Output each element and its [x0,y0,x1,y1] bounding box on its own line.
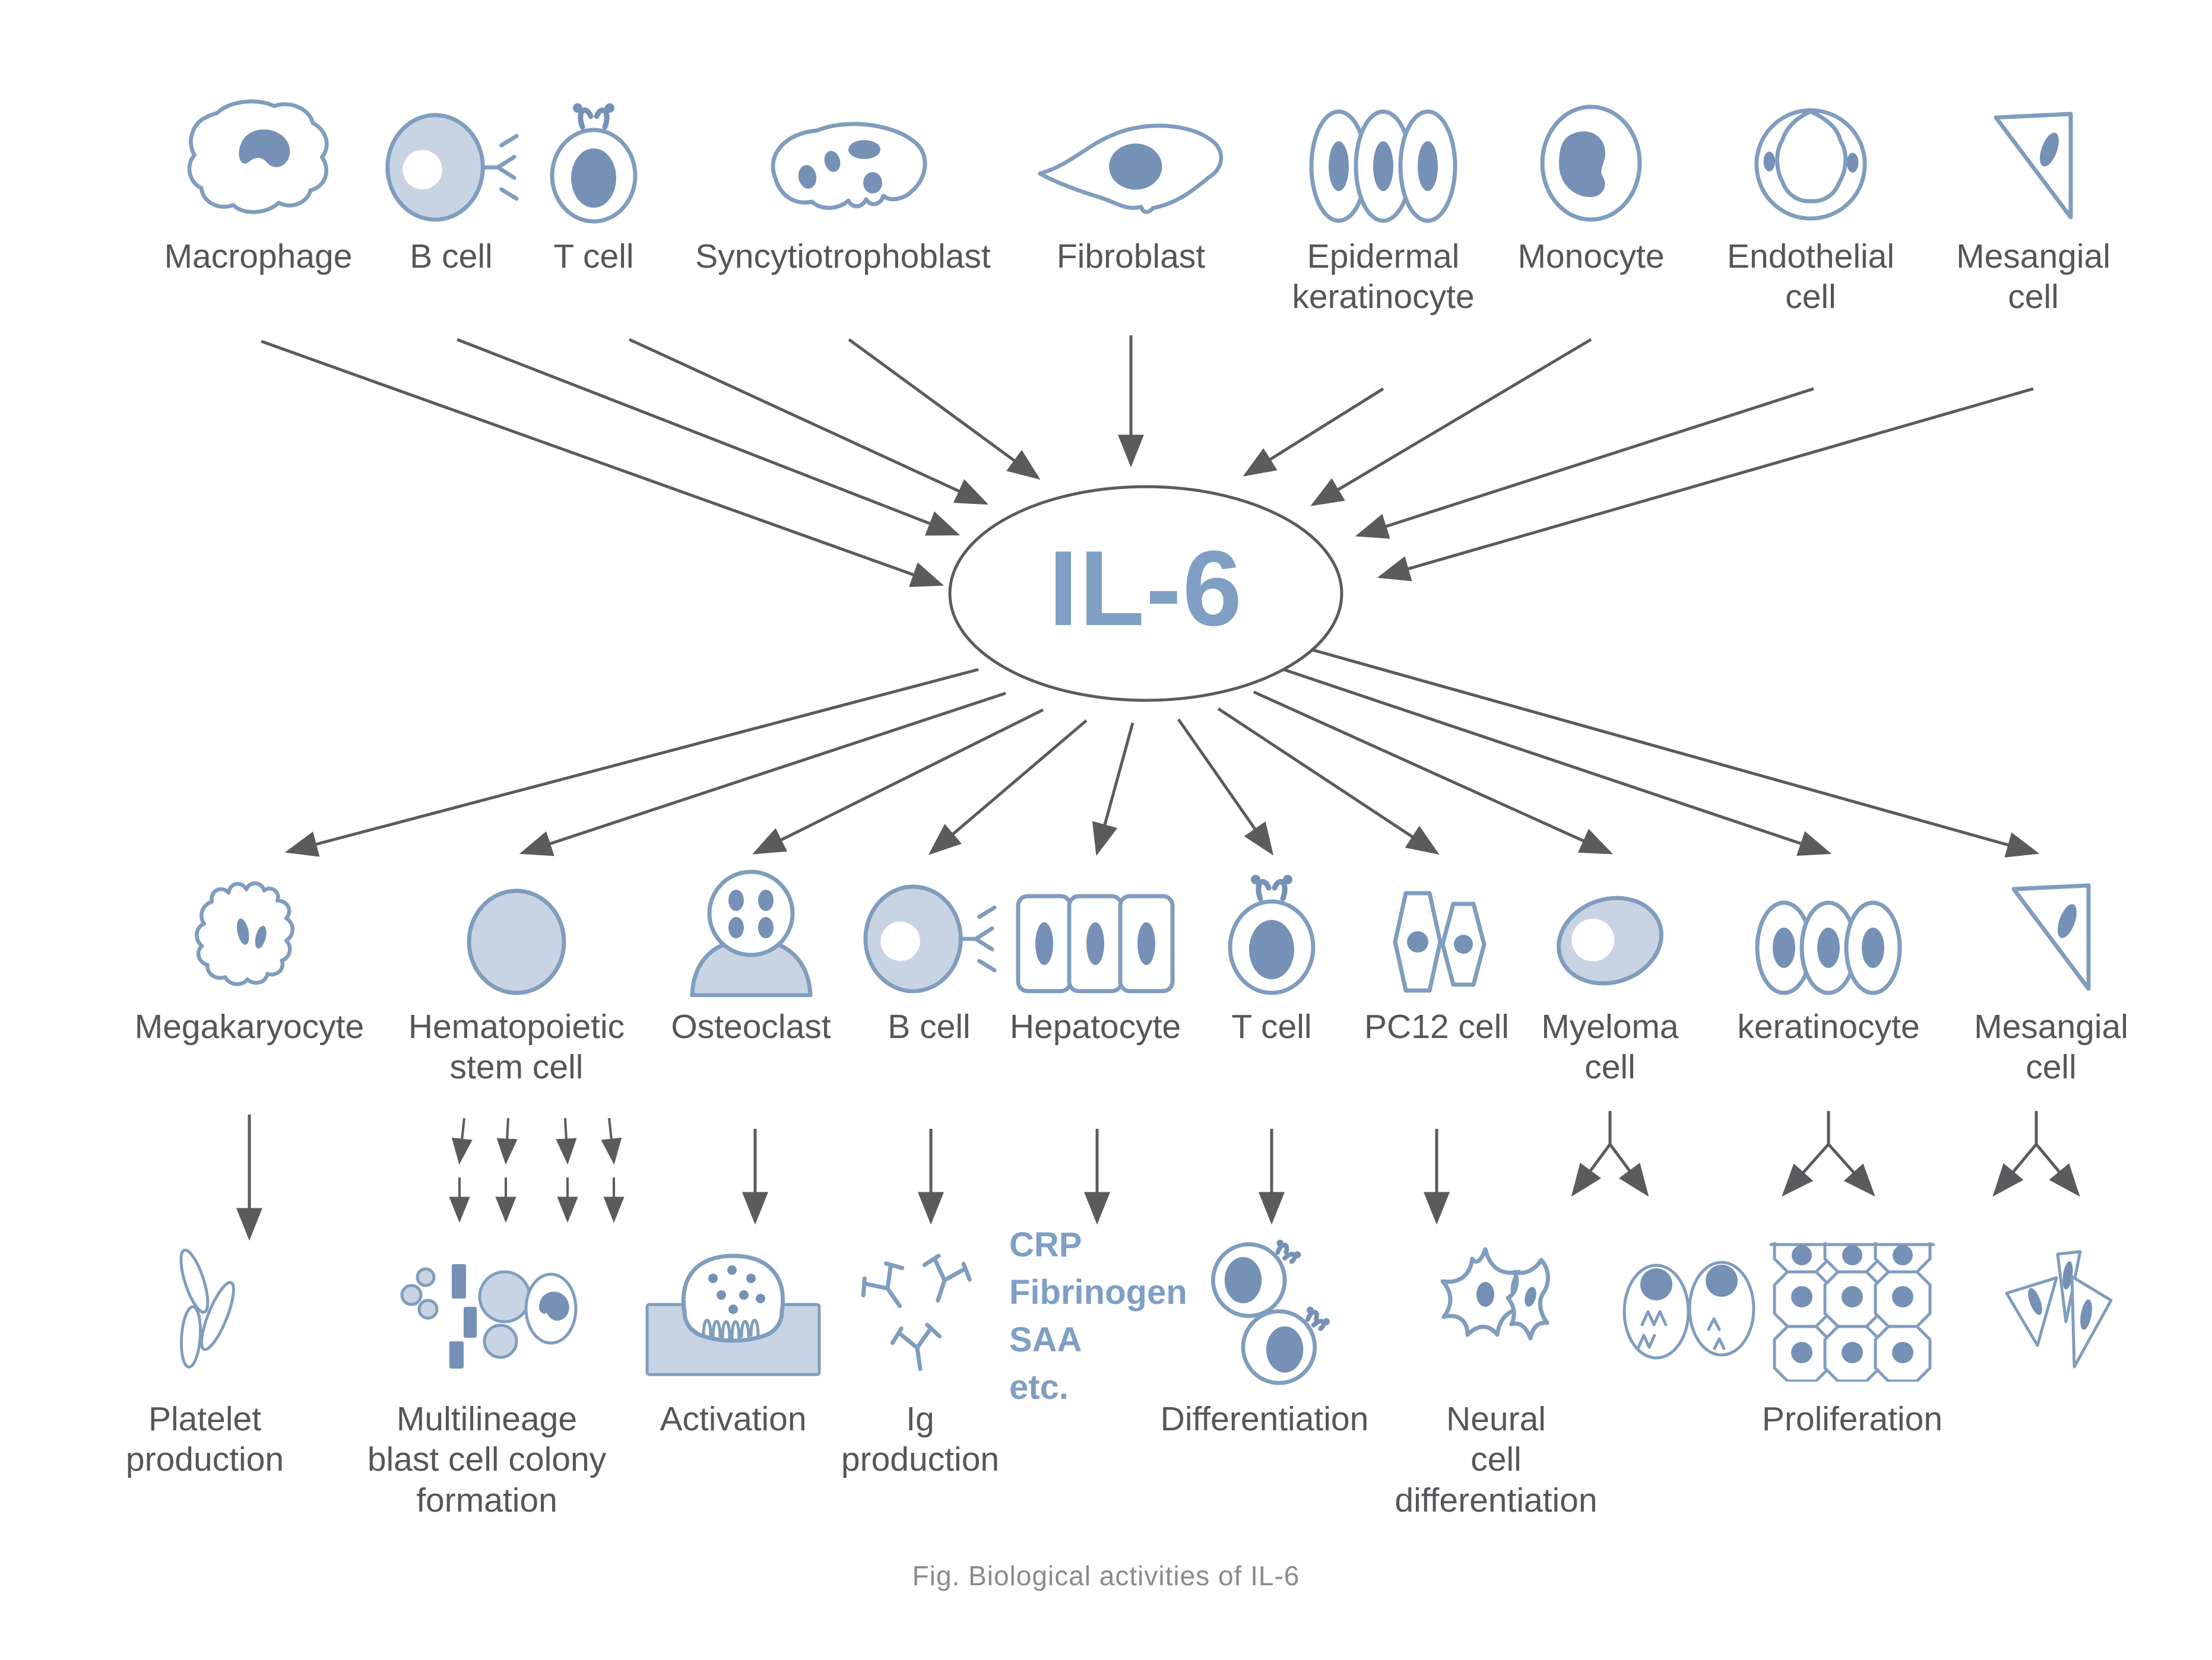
blast-cell-colony-icon [400,1264,578,1369]
b-cell-icon [863,884,997,994]
fibroblast-icon [1038,123,1224,214]
effect-proliferation: Proliferation [1710,1237,1995,1439]
cell-sheet-icon [1769,1242,1935,1382]
effect-neural-differentiation: Neural cell differentiation [1354,1237,1639,1521]
cell-label: Macrophage [164,237,353,275]
mesangial-cell-icon [2011,883,2091,991]
target-cell-mesangial: Mesangial cell [1909,869,2194,1088]
effect-label: Differentiation [1160,1400,1369,1438]
monocyte-icon [1540,104,1642,222]
source-cell-t-cell: T cell [451,89,736,277]
effect-label: Proliferation [1761,1400,1943,1438]
keratinocyte-icon [1755,900,1902,995]
effect-ig-production: Ig production [778,1237,1063,1480]
cell-label: B cell [410,237,493,275]
syncytiotrophoblast-icon [771,122,927,210]
effect-platelet-production: Platelet production [62,1237,347,1480]
source-cell-monocyte: Monocyte [1449,89,1734,277]
osteoclast-icon [690,869,812,997]
cell-label: Hepatocyte [1009,1008,1181,1046]
effect-label: Neural cell differentiation [1395,1400,1598,1519]
cell-label: Syncytiotrophoblast [695,237,991,275]
effect-label: Activation [660,1400,807,1438]
effect-mesangial-proliferation [1915,1237,2200,1386]
target-cell-myeloma: Myeloma cell [1468,869,1753,1088]
megakaryocyte-icon [194,881,294,986]
macrophage-icon [187,99,329,214]
cell-label: Endothelial cell [1726,237,1895,316]
target-cell-pc12: PC12 cell [1294,869,1579,1047]
acute-phase-proteins-text: CRP Fibrinogen SAA etc. [1009,1226,1187,1407]
il6-label: IL-6 [1048,529,1244,649]
source-cell-fibroblast: Fibroblast [988,89,1273,277]
source-cell-macrophage: Macrophage [116,89,401,277]
cell-label: Mesangial cell [1956,237,2110,316]
b-cell-icon [385,113,519,222]
cell-label: Fibroblast [1056,237,1206,275]
effect-plasma-cells [1547,1237,1831,1386]
antibodies-icon [861,1253,972,1371]
cell-label: Megakaryocyte [134,1008,365,1046]
mesangial-cell-icon [1994,112,2073,220]
neural-cells-icon [1440,1247,1550,1340]
incoming-arrows [261,335,2034,588]
effect-blast-cell-colony: Multilineage blast cell colony formation [297,1237,677,1521]
figure-caption: Fig. Biological activities of IL-6 [912,1560,1300,1591]
cell-label: Hematopoietic stem cell [408,1008,625,1087]
effect-label: Ig production [841,1400,1000,1479]
platelets-icon [179,1248,235,1369]
t-cell-icon [1228,875,1316,995]
cell-label: T cell [553,237,634,275]
il6-ellipse [948,485,1343,702]
source-cell-endothelial: Endothelial cell [1668,89,1953,318]
effect-label: Multilineage blast cell colony formation [367,1400,607,1519]
target-cell-osteoclast: Osteoclast [609,869,893,1047]
stem-cell-multistep-arrows [449,1118,625,1223]
cell-label: keratinocyte [1737,1008,1920,1046]
cell-label: T cell [1231,1008,1312,1046]
endothelial-cell-icon [1754,108,1867,221]
forked-arrows [1571,1111,2080,1197]
target-cell-b-cell: B cell [787,869,1072,1047]
cell-label: PC12 cell [1364,1008,1509,1046]
effect-differentiation: Differentiation [1122,1237,1407,1439]
effect-label: Platelet production [125,1400,284,1479]
epidermal-keratinocyte-icon [1309,109,1457,223]
pc12-cell-icon [1393,891,1487,993]
cell-label: Mesangial cell [1974,1008,2128,1087]
hematopoietic-stem-cell-icon [467,888,566,995]
hepatocyte-icon [1016,894,1175,994]
target-cell-megakaryocyte: Megakaryocyte [107,869,392,1047]
effect-arrows [236,1115,1450,1241]
target-cell-hepatocyte: Hepatocyte [953,869,1238,1047]
osteoclast-on-bone-icon [645,1253,821,1376]
cell-label: B cell [888,1008,971,1046]
source-cell-syncytiotrophoblast: Syncytiotrophoblast [653,89,1033,277]
target-cell-t-cell: T cell [1129,869,1414,1047]
proliferating-mesangial-cells-icon [2005,1250,2113,1369]
cell-label: Epidermal keratinocyte [1292,237,1475,316]
target-cell-hematopoietic-stem-cell: Hematopoietic stem cell [374,869,659,1088]
effect-activation: Activation [591,1237,876,1439]
differentiated-cells-icon [1210,1239,1330,1385]
t-cell-icon [550,103,638,224]
myeloma-cell-icon [1557,896,1663,986]
outgoing-arrows [284,646,2040,858]
source-cell-epidermal-keratinocyte: Epidermal keratinocyte [1241,89,1526,318]
source-cell-mesangial: Mesangial cell [1891,89,2176,318]
plasma-cells-icon [1622,1261,1755,1360]
cell-label: Monocyte [1517,237,1665,275]
cell-label: Myeloma cell [1541,1008,1679,1087]
source-cell-b-cell: B cell [309,89,594,277]
cell-label: Osteoclast [671,1008,831,1046]
target-cell-keratinocyte: keratinocyte [1686,869,1971,1047]
